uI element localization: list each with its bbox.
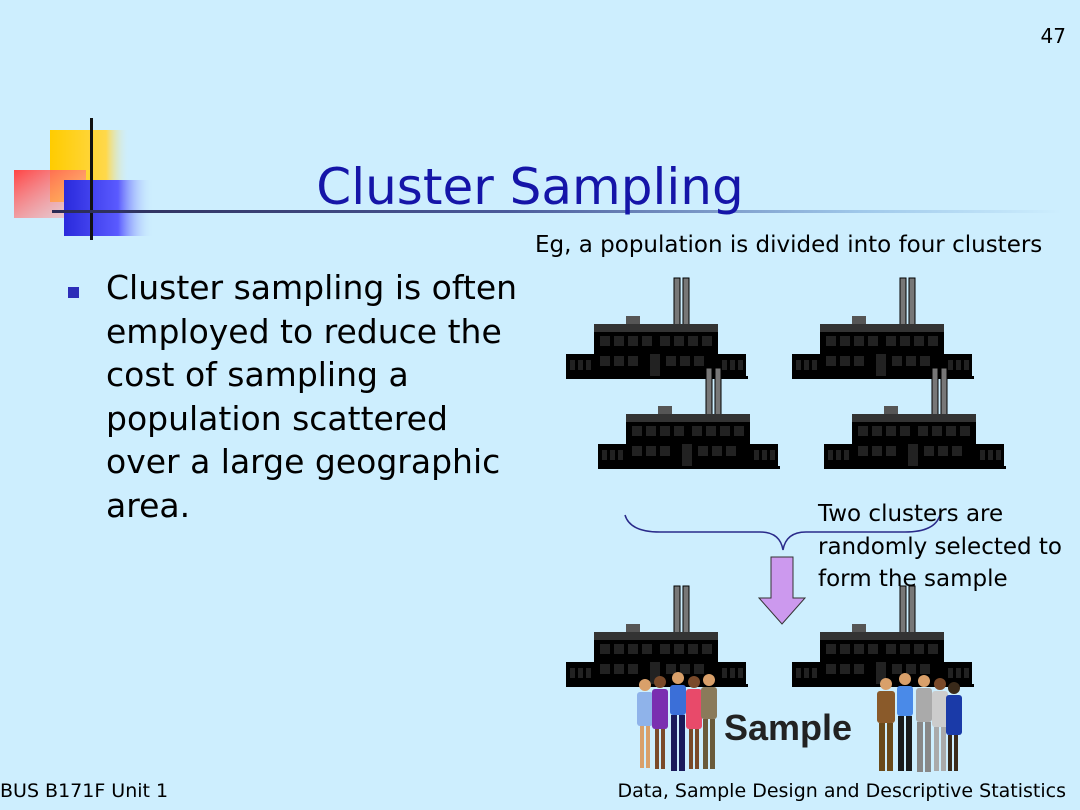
title-divider (52, 210, 1062, 213)
cluster-factory-gray (565, 277, 749, 380)
sample-factory-yellow (791, 585, 975, 688)
selection-note: Two clusters are randomly selected to fo… (818, 501, 1063, 592)
slide-title: Cluster Sampling (316, 158, 744, 216)
cluster-factory-teal (791, 277, 975, 380)
page-number: 47 (1040, 24, 1066, 48)
population-caption: Eg, a population is divided into four cl… (535, 232, 1043, 258)
bullet-marker-icon (68, 287, 79, 298)
bullet-text: Cluster sampling is often employed to re… (106, 268, 518, 525)
people-group-right-icon (877, 673, 962, 772)
logo-icon (14, 118, 154, 240)
selection-brace (624, 514, 941, 551)
cluster-factory-pink (823, 367, 1007, 470)
sample-factory-teal (565, 585, 749, 688)
sample-label: Sample (724, 707, 853, 748)
footer-topic: Data, Sample Design and Descriptive Stat… (617, 780, 1066, 802)
people-group-left-icon (637, 672, 717, 771)
cluster-factory-yellow (597, 367, 781, 470)
footer-course: BUS B171F Unit 1 (0, 780, 169, 802)
down-arrow-icon (757, 556, 807, 625)
